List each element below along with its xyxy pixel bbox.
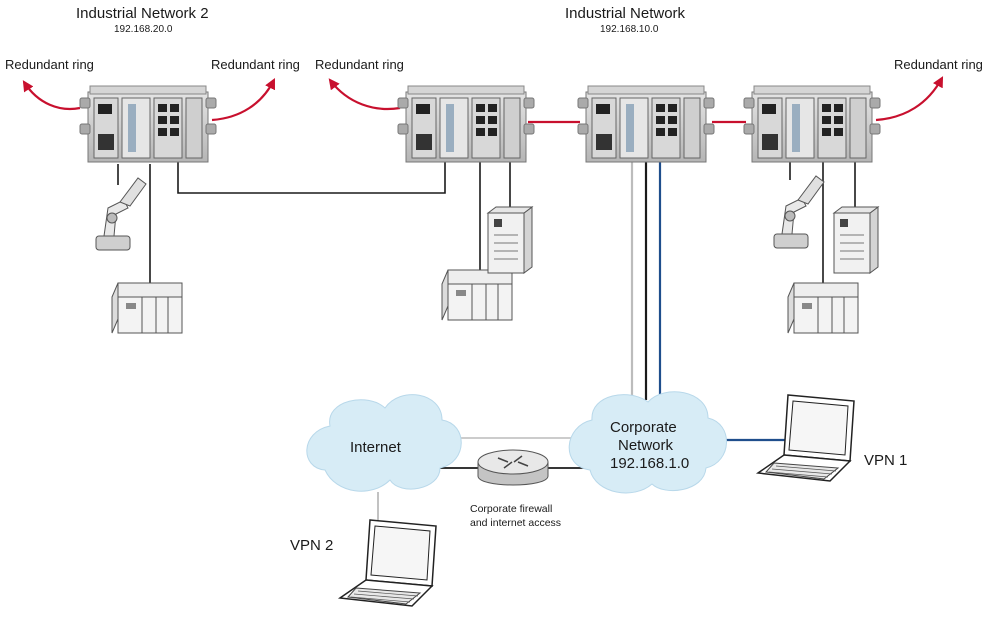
inter-network-link bbox=[177, 160, 446, 194]
ring-arrow-2 bbox=[211, 78, 275, 122]
ring-label: Redundant ring bbox=[5, 57, 94, 72]
switch-net1-a bbox=[397, 85, 535, 163]
corporate-label-2: Network bbox=[618, 437, 674, 454]
redundant-ring bbox=[22, 76, 944, 124]
switch-net1-core bbox=[577, 85, 715, 163]
vpn2-label: VPN 2 bbox=[290, 537, 334, 554]
firewall-router-icon bbox=[477, 449, 549, 486]
corporate-cloud bbox=[568, 391, 727, 494]
internet-cloud bbox=[306, 394, 462, 492]
laptop-vpn2-icon bbox=[339, 519, 437, 607]
io-module-icon bbox=[833, 206, 879, 274]
ring-arrow-4 bbox=[875, 76, 944, 122]
robot-icon bbox=[773, 175, 825, 249]
network2-subnet: 192.168.20.0 bbox=[114, 24, 173, 35]
cabling bbox=[117, 160, 856, 525]
ring-arrow-1 bbox=[22, 80, 81, 110]
vpn1-link bbox=[716, 435, 792, 442]
ring-label: Redundant ring bbox=[894, 57, 983, 72]
laptop-vpn1-icon bbox=[757, 394, 855, 482]
corporate-label-1: Corporate bbox=[610, 419, 677, 436]
ring-arrow-3 bbox=[328, 78, 401, 111]
robot-icon bbox=[95, 177, 147, 251]
plc-icon bbox=[111, 282, 183, 334]
switch-net1-b bbox=[743, 85, 881, 163]
network1-subnet: 192.168.10.0 bbox=[600, 24, 659, 35]
firewall-label-1: Corporate firewall bbox=[470, 503, 553, 515]
firewall-label-2: and internet access bbox=[470, 517, 562, 529]
plc-icon bbox=[787, 282, 859, 334]
ring-label: Redundant ring bbox=[211, 57, 300, 72]
network1-title: Industrial Network bbox=[565, 5, 686, 22]
internet-label: Internet bbox=[350, 439, 401, 456]
ring-label: Redundant ring bbox=[315, 57, 404, 72]
vpn1-label: VPN 1 bbox=[864, 452, 908, 469]
switch-net2 bbox=[79, 85, 217, 163]
network2-title: Industrial Network 2 bbox=[76, 5, 209, 22]
plc-icon bbox=[441, 269, 513, 321]
corporate-subnet: 192.168.1.0 bbox=[610, 455, 690, 472]
io-module-icon bbox=[487, 206, 533, 274]
